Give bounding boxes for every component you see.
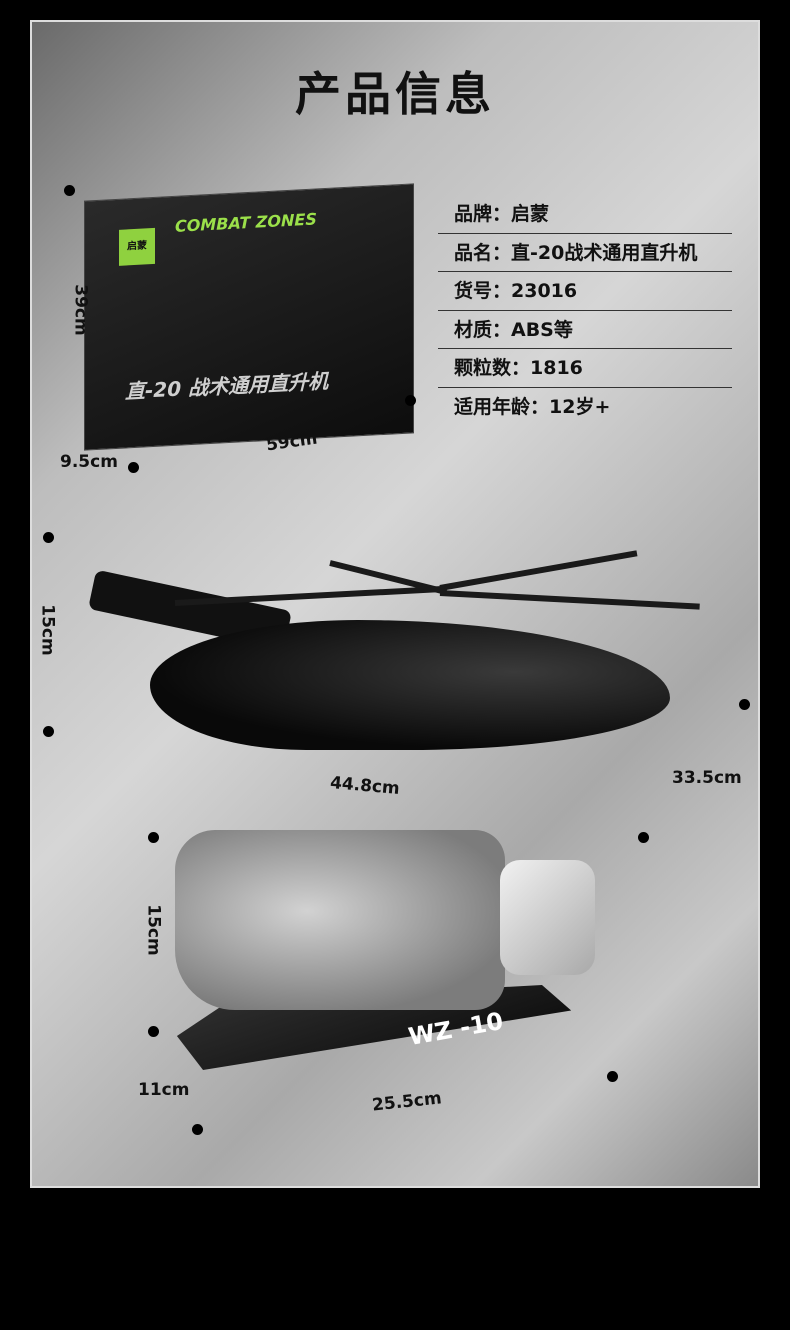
dim-dot (739, 699, 750, 710)
box-brand-logo: 启蒙 (119, 227, 155, 266)
box-depth-label: 9.5cm (60, 452, 118, 472)
dim-dot (148, 1026, 159, 1037)
dim-dot (43, 532, 54, 543)
box-height-label: 39cm (70, 284, 91, 336)
box-product-name: 直-20 战术通用直升机 (125, 368, 329, 404)
spec-brand: 品牌：启蒙 (438, 195, 732, 234)
dim-dot (192, 1124, 203, 1135)
dim-dot (43, 726, 54, 737)
heli-height-label: 15cm (37, 604, 58, 656)
page-title: 产品信息 (295, 67, 495, 121)
engine-depth-label: 11cm (138, 1080, 190, 1100)
spec-name: 品名：直-20战术通用直升机 (438, 234, 732, 272)
dim-dot (405, 395, 416, 406)
dim-dot (148, 832, 159, 843)
dim-dot (638, 832, 649, 843)
spec-age: 适用年龄：12岁+ (454, 395, 611, 418)
spec-material: 材质：ABS等 (438, 311, 732, 349)
spec-item-number: 货号：23016 (438, 272, 732, 311)
dim-dot (64, 185, 75, 196)
spec-piece-count: 颗粒数：1816 (438, 349, 732, 388)
product-box-image: 启蒙 COMBAT ZONES 直-20 战术通用直升机 (84, 183, 414, 451)
engine-height-label: 15cm (143, 904, 164, 956)
engine-body (175, 830, 505, 1010)
box-series-logo: COMBAT ZONES (175, 209, 317, 236)
dim-dot (607, 1071, 618, 1082)
engine-intake (500, 860, 595, 975)
spec-table: 品牌：启蒙 品名：直-20战术通用直升机 货号：23016 材质：ABS等 颗粒… (438, 195, 732, 426)
dim-dot (128, 462, 139, 473)
heli-width-label: 33.5cm (672, 768, 742, 788)
